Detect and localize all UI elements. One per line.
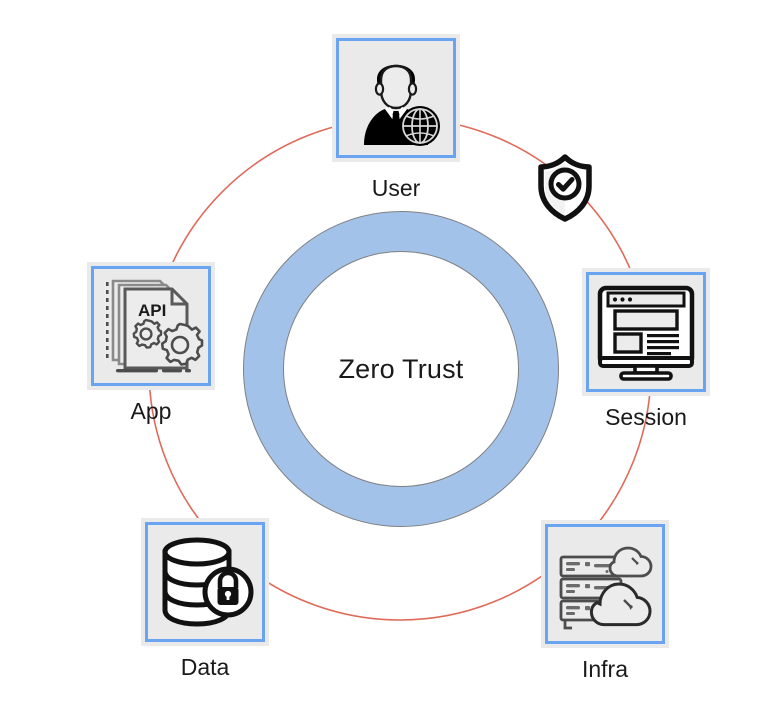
node-infra-label: Infra [581,656,629,682]
node-data-frame [145,522,265,642]
node-user[interactable]: User [328,34,464,201]
node-infra-frame [545,524,665,644]
node-data-label: Data [180,654,230,680]
database-lock-icon [162,537,254,627]
node-user-label: User [371,175,421,201]
node-infra[interactable]: Infra [537,520,673,682]
node-user-frame [336,38,456,158]
node-session[interactable]: Session [578,268,714,430]
node-app-frame: API [91,266,211,386]
node-infra-plate [541,520,669,648]
api-documents-gears-icon: API [106,279,204,373]
node-user-plate [332,34,460,162]
node-app[interactable]: API App [83,262,219,424]
ring-core: Zero Trust [283,251,519,487]
center-label: Zero Trust [338,353,464,384]
zero-trust-ring: Zero Trust [243,211,559,527]
node-session-label: Session [605,404,687,430]
monitor-browser-icon [597,285,695,381]
svg-text:API: API [138,301,166,320]
node-app-plate: API [87,262,215,390]
node-app-label: App [130,398,172,424]
node-data-plate [141,518,269,646]
node-data[interactable]: Data [137,518,273,680]
shield-check-badge [534,153,596,223]
server-cloud-icon [559,546,653,630]
shield-check-icon [538,154,592,222]
node-session-frame [586,272,706,392]
user-globe-icon [364,64,440,146]
node-session-plate [582,268,710,396]
